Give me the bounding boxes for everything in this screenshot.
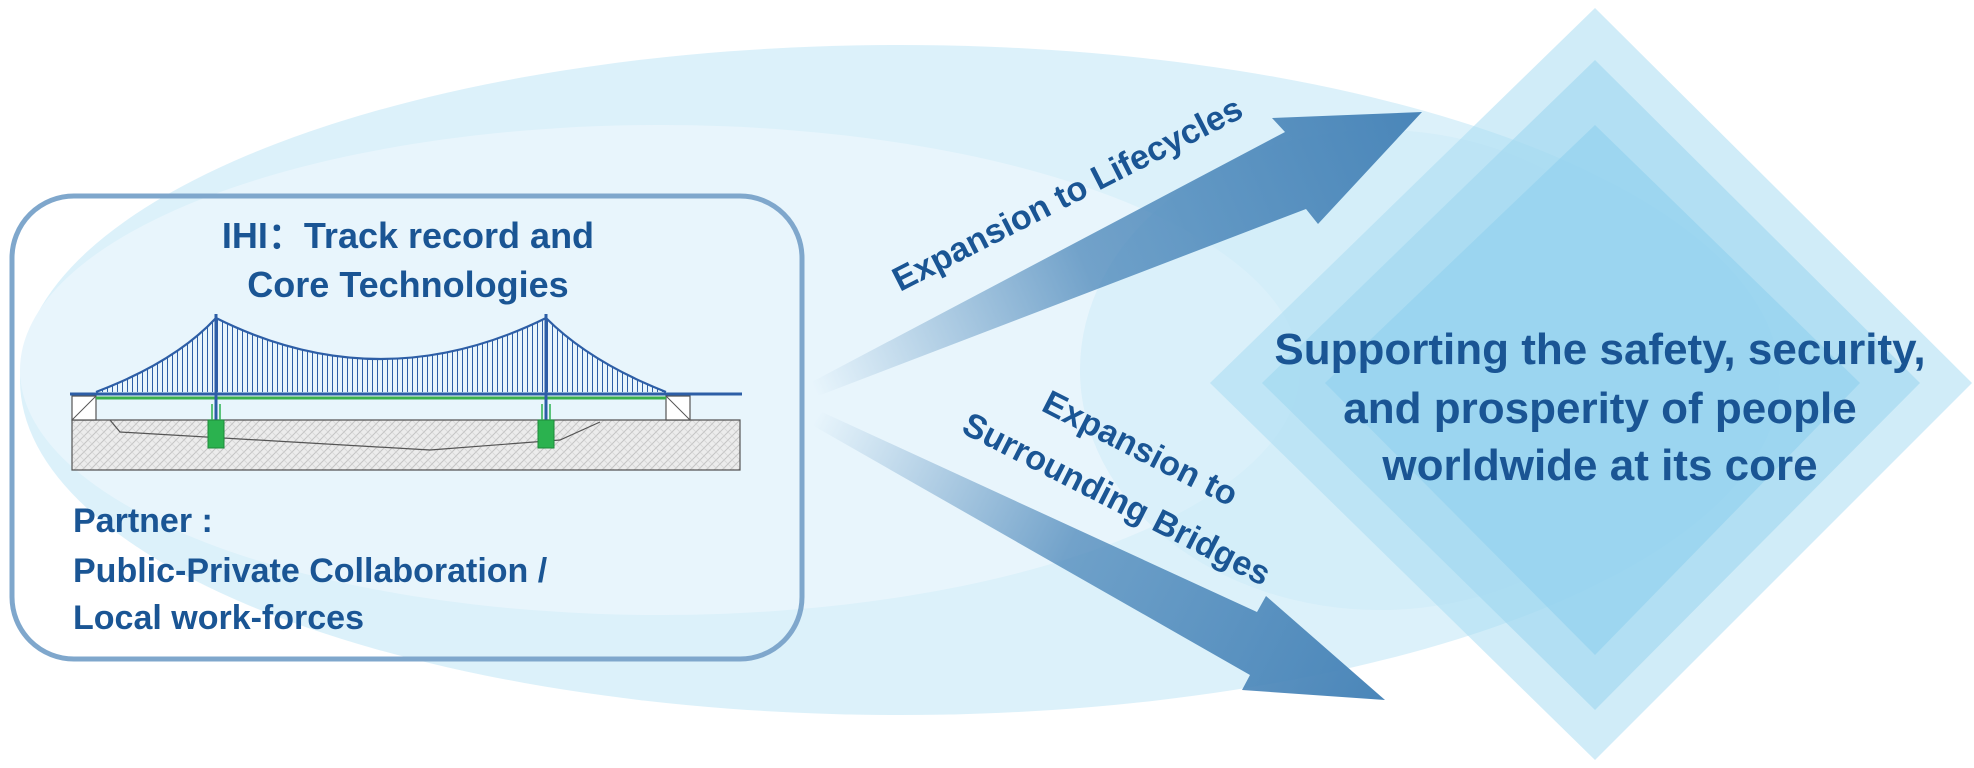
core-text-line2: and prosperity of people: [1343, 384, 1856, 433]
suspension-bridge-illustration: [70, 314, 742, 471]
arrow-lower: [812, 412, 1385, 700]
partner-line2: Public-Private Collaboration /: [73, 552, 548, 590]
left-box-title-line1: IHI：Track record and: [222, 215, 594, 256]
core-diamond-stack: [1210, 8, 1972, 760]
core-text-line1: Supporting the safety, security,: [1274, 325, 1925, 374]
left-box-title-line2: Core Technologies: [247, 264, 568, 305]
left-box: [9, 193, 805, 662]
partner-line3: Local work-forces: [73, 599, 364, 637]
foundation-right: [537, 419, 555, 449]
foundation-left: [207, 419, 225, 449]
core-text-line3: worldwide at its core: [1381, 441, 1817, 490]
partner-label: Partner :: [73, 502, 213, 540]
arrow-upper: [808, 112, 1422, 396]
ground-profile: [71, 419, 741, 471]
